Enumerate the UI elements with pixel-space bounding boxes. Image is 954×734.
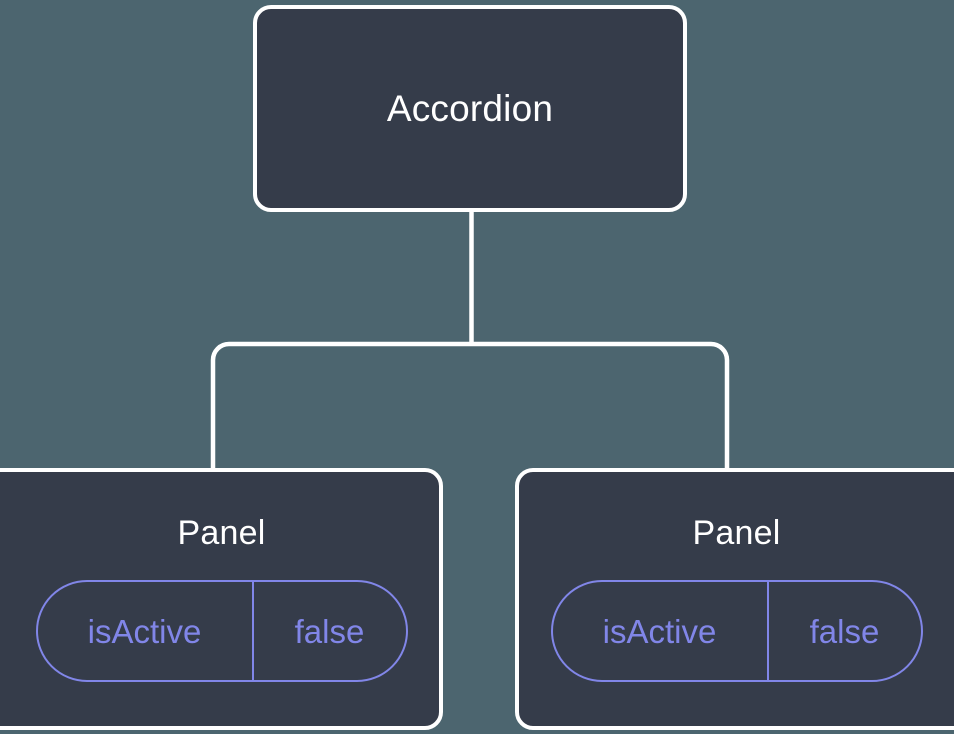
node-panel-2[interactable]: Panel isActive false <box>515 468 954 730</box>
node-accordion-title: Accordion <box>386 88 554 129</box>
node-panel-1[interactable]: Panel isActive false <box>0 468 443 730</box>
node-accordion[interactable]: Accordion <box>253 5 687 212</box>
connector-branch-right <box>471 341 730 470</box>
node-panel-1-prop-value: false <box>251 582 406 680</box>
node-panel-2-prop-value: false <box>766 582 921 680</box>
node-panel-2-title: Panel <box>692 514 781 552</box>
node-panel-2-prop-key: isActive <box>602 612 717 650</box>
node-panel-1-title: Panel <box>177 514 266 552</box>
connector-branch-left <box>210 341 472 470</box>
node-panel-1-prop-badge[interactable]: isActive false <box>35 580 408 682</box>
node-panel-2-prop-badge[interactable]: isActive false <box>550 580 923 682</box>
node-panel-1-prop-key: isActive <box>87 612 202 650</box>
